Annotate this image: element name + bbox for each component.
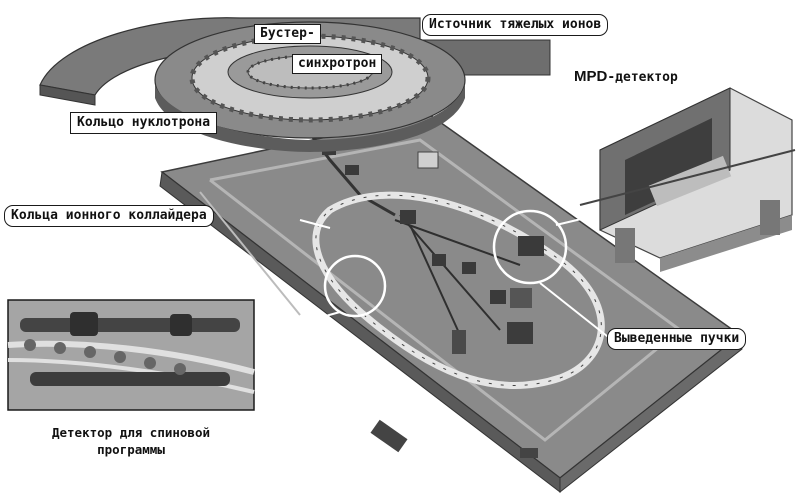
spin-detector-caption-line1: Детектор для спиновой	[51, 425, 211, 440]
label-extracted-beams: Выведенные пучки	[607, 328, 747, 350]
mpd-highlight	[492, 209, 568, 285]
collider-ring	[312, 191, 605, 390]
label-heavy-ion-source: Источник тяжелых ионов	[422, 14, 609, 36]
spin-detector-inset	[7, 299, 255, 411]
mpd-detector-inset	[579, 87, 796, 272]
label-booster-line2: синхротрон	[292, 54, 383, 74]
spin-detector-caption-line2: программы	[97, 442, 165, 457]
collider-hall	[159, 114, 743, 494]
label-spin-detector: Детектор для спиновой программы	[6, 424, 256, 458]
label-booster-line1: Бустер-	[254, 24, 321, 44]
extracted-beamlines	[394, 210, 544, 354]
label-collider-rings: Кольца ионного коллайдера	[4, 205, 214, 227]
spin-detector-highlight	[323, 254, 387, 318]
label-mpd-detector: MPD-детектор	[574, 68, 678, 85]
label-nuclotron-ring: Кольцо нуклотрона	[70, 112, 218, 134]
